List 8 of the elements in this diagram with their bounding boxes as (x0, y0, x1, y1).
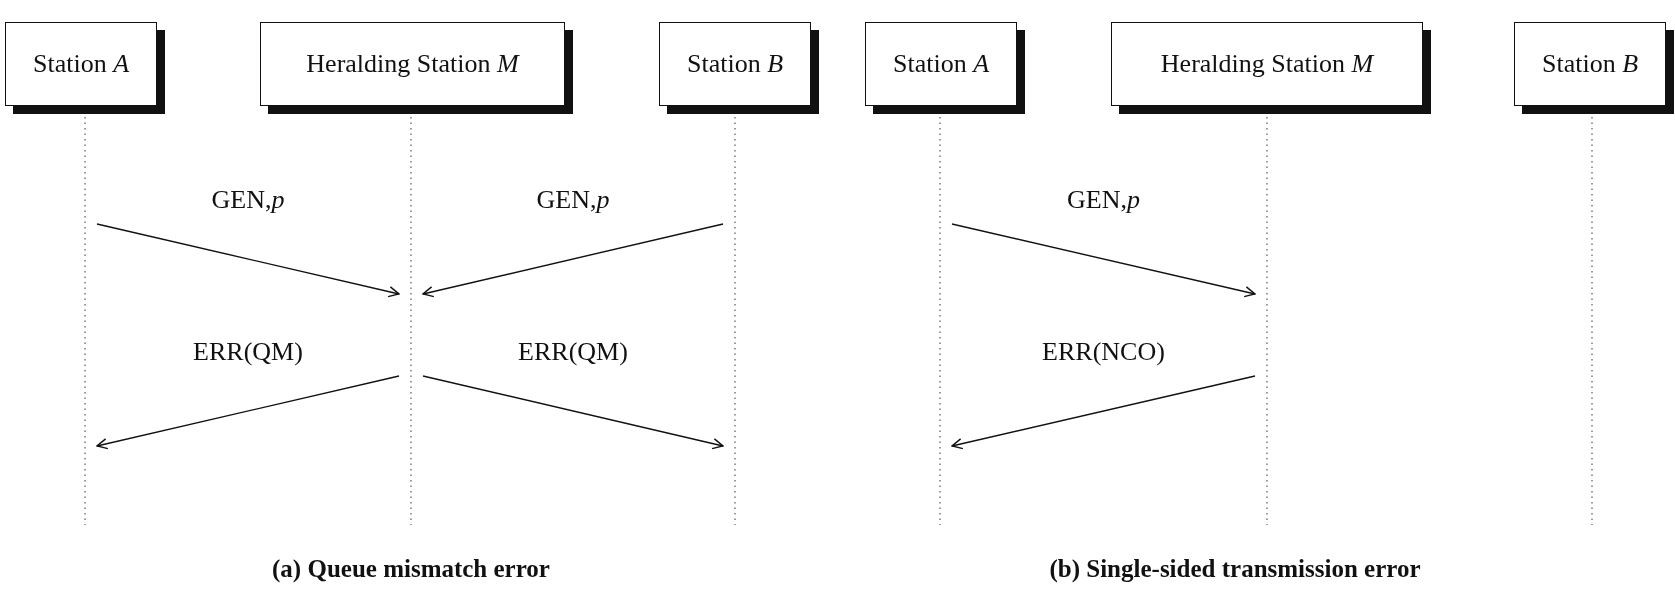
subfigure-caption: (b) Single-sided transmission error (1049, 555, 1421, 583)
message-arrow (96, 223, 400, 298)
message-arrow (951, 223, 1256, 298)
message-arrow (951, 375, 1256, 450)
subfigure-caption: (a) Queue mismatch error (272, 555, 550, 583)
message-arrow (422, 223, 724, 298)
message-arrow (96, 375, 400, 450)
message-arrow (422, 375, 724, 450)
